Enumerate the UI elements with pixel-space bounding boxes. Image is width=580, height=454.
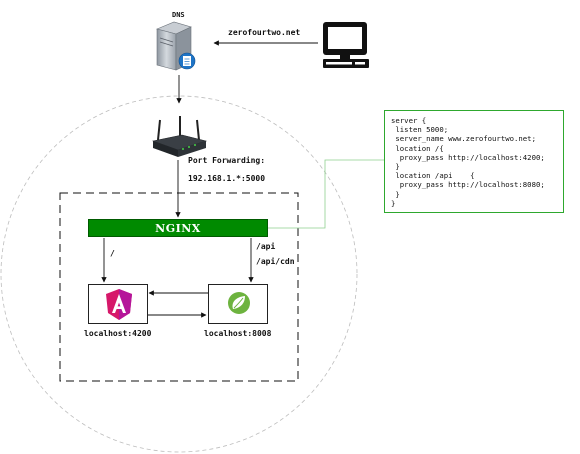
nginx-config-connector xyxy=(268,159,384,229)
dns-label: DNS xyxy=(172,11,185,19)
angular-logo-icon xyxy=(106,289,132,320)
config-line: server { xyxy=(391,116,427,125)
config-line: server_name www.zerofourtwo.net; xyxy=(391,134,536,144)
frontend-service-box xyxy=(88,284,148,324)
nginx-bar: NGINX xyxy=(88,219,268,237)
computer-icon xyxy=(323,22,369,68)
config-line: location /{ xyxy=(391,143,444,153)
forward-rule-label: 192.168.1.*:5000 xyxy=(188,174,266,183)
config-line: location /api { xyxy=(391,171,475,181)
port-forwarding-label: Port Forwarding: xyxy=(188,156,266,165)
backend-service-box xyxy=(208,284,268,324)
config-line: proxy_pass http://localhost:4200; xyxy=(391,152,545,162)
route-root-label: / xyxy=(110,249,115,258)
config-line: } xyxy=(391,198,396,208)
route-api-label: /api xyxy=(256,242,276,251)
dns-server-icon xyxy=(156,21,196,71)
frontend-label: localhost:4200 xyxy=(84,329,152,338)
route-api-cdn-label: /api/cdn xyxy=(256,257,295,266)
network-boundary-circle xyxy=(0,95,358,453)
nginx-label: NGINX xyxy=(155,221,201,235)
spring-logo-icon xyxy=(228,292,250,314)
backend-label: localhost:8008 xyxy=(204,329,272,338)
host-boundary xyxy=(59,192,299,382)
config-line: } xyxy=(391,189,400,199)
config-line: proxy_pass http://localhost:8080; xyxy=(391,180,545,190)
nginx-config-box: server { listen 5000; server_name www.ze… xyxy=(384,110,564,213)
config-line: listen 5000; xyxy=(391,125,449,135)
router-icon xyxy=(151,116,208,157)
config-line: } xyxy=(391,162,400,172)
client-domain-label: zerofourtwo.net xyxy=(228,28,301,37)
